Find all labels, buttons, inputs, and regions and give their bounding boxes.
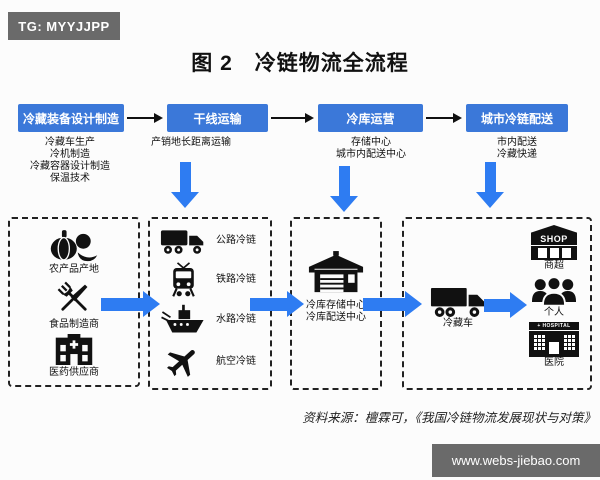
panel-item-label: 冷藏车 bbox=[443, 318, 473, 329]
panel-item-label: 农产品产地 bbox=[49, 264, 99, 275]
panel-supply-sources: 农产品产地 食品制造商 bbox=[8, 217, 140, 387]
plane-icon bbox=[157, 343, 209, 381]
stage-sub-trunk-transport: 产销地长距离运输 bbox=[126, 137, 256, 149]
flow-arrow-right-icon bbox=[101, 291, 160, 317]
road-truck-icon bbox=[157, 226, 209, 256]
list-item: 公路冷链 bbox=[150, 226, 270, 256]
flow-arrow-right-icon bbox=[250, 291, 304, 317]
stage-box-warehouse-operation: 冷库运营 bbox=[318, 104, 423, 132]
panel-item-label: 水路冷链 bbox=[216, 314, 256, 326]
people-icon bbox=[532, 275, 576, 307]
panel-item-label: 冷库存储中心 bbox=[306, 300, 366, 311]
hospital-icon: + HOSPITAL bbox=[529, 322, 579, 357]
stage-box-city-delivery: 城市冷链配送 bbox=[466, 104, 568, 132]
list-item: 医药供应商 bbox=[49, 334, 99, 379]
arrow-down-icon bbox=[330, 166, 358, 212]
sub-line: 市内配送 bbox=[497, 137, 537, 148]
stage-sub-city-delivery: 市内配送 冷藏快递 bbox=[452, 137, 582, 161]
list-item: 航空冷链 bbox=[150, 343, 270, 381]
panel-item-label: 医院 bbox=[544, 357, 564, 368]
list-item: 铁路冷链 bbox=[150, 261, 270, 298]
pharmacy-building-icon bbox=[53, 334, 95, 365]
utensils-icon bbox=[55, 279, 93, 317]
warehouse-group: 冷库存储中心 冷库配送中心 bbox=[292, 251, 380, 324]
sub-line: 冷藏车生产 bbox=[45, 137, 95, 148]
arrow-down-icon bbox=[171, 162, 199, 208]
stage-sub-equipment: 冷藏车生产 冷机制造 冷藏容器设计制造 保温技术 bbox=[5, 137, 135, 185]
list-item: 个人 bbox=[532, 275, 576, 319]
refrigerated-truck-icon bbox=[416, 285, 500, 318]
train-icon bbox=[157, 261, 209, 298]
stage-sub-warehouse-operation: 存储中心 城市内配送中心 bbox=[306, 137, 436, 161]
figure-title: 图 2 冷链物流全流程 bbox=[191, 52, 409, 75]
list-item: 农产品产地 bbox=[48, 228, 100, 276]
panel-item-label: 商超 bbox=[544, 260, 564, 271]
sub-line: 保温技术 bbox=[50, 173, 90, 184]
list-item: 水路冷链 bbox=[150, 303, 270, 337]
sub-line: 冷藏快递 bbox=[497, 149, 537, 160]
list-item: 食品制造商 bbox=[49, 279, 99, 331]
watermark-badge-tg: TG: MYYJJPP bbox=[8, 12, 120, 40]
stage-box-equipment: 冷藏装备设计制造 bbox=[18, 104, 124, 132]
sub-line: 产销地长距离运输 bbox=[151, 137, 231, 148]
list-item: + HOSPITAL 医院 bbox=[529, 322, 579, 369]
arrow-down-icon bbox=[476, 162, 504, 208]
ship-icon bbox=[157, 303, 209, 337]
shop-sign-text: SHOP bbox=[540, 234, 568, 244]
list-item: SHOP 商超 bbox=[531, 225, 577, 272]
panel-item-label: 冷库配送中心 bbox=[306, 312, 366, 323]
flow-arrow-right-icon bbox=[484, 292, 527, 318]
sub-line: 城市内配送中心 bbox=[336, 149, 406, 160]
sub-line: 存储中心 bbox=[351, 137, 391, 148]
hospital-sign-text: + HOSPITAL bbox=[529, 322, 579, 330]
flow-arrow-right-icon bbox=[363, 291, 422, 317]
warehouse-icon bbox=[308, 251, 364, 295]
panel-item-label: 铁路冷链 bbox=[216, 273, 256, 285]
panel-item-label: 食品制造商 bbox=[49, 319, 99, 330]
shop-icon: SHOP bbox=[531, 225, 577, 260]
sub-line: 冷机制造 bbox=[50, 149, 90, 160]
produce-icon bbox=[48, 228, 100, 262]
stage-box-trunk-transport: 干线运输 bbox=[167, 104, 268, 132]
panel-item-label: 医药供应商 bbox=[49, 367, 99, 378]
panel-city-destinations: 冷藏车 SHOP 商超 bbox=[402, 217, 592, 390]
arrow-right-icon bbox=[127, 113, 163, 123]
panel-item-label: 航空冷链 bbox=[216, 356, 256, 368]
sub-line: 冷藏容器设计制造 bbox=[30, 161, 110, 172]
arrow-right-icon bbox=[271, 113, 314, 123]
refrigerated-truck-group: 冷藏车 bbox=[416, 285, 500, 330]
panel-item-label: 个人 bbox=[544, 307, 564, 318]
arrow-right-icon bbox=[426, 113, 462, 123]
destination-column: SHOP 商超 bbox=[520, 225, 588, 372]
source-note: 资料来源：檀霖可，《我国冷链物流发展现状与对策》 bbox=[302, 411, 596, 425]
watermark-badge-site: www.webs-jiebao.com bbox=[432, 444, 600, 477]
panel-item-label: 公路冷链 bbox=[216, 234, 256, 246]
